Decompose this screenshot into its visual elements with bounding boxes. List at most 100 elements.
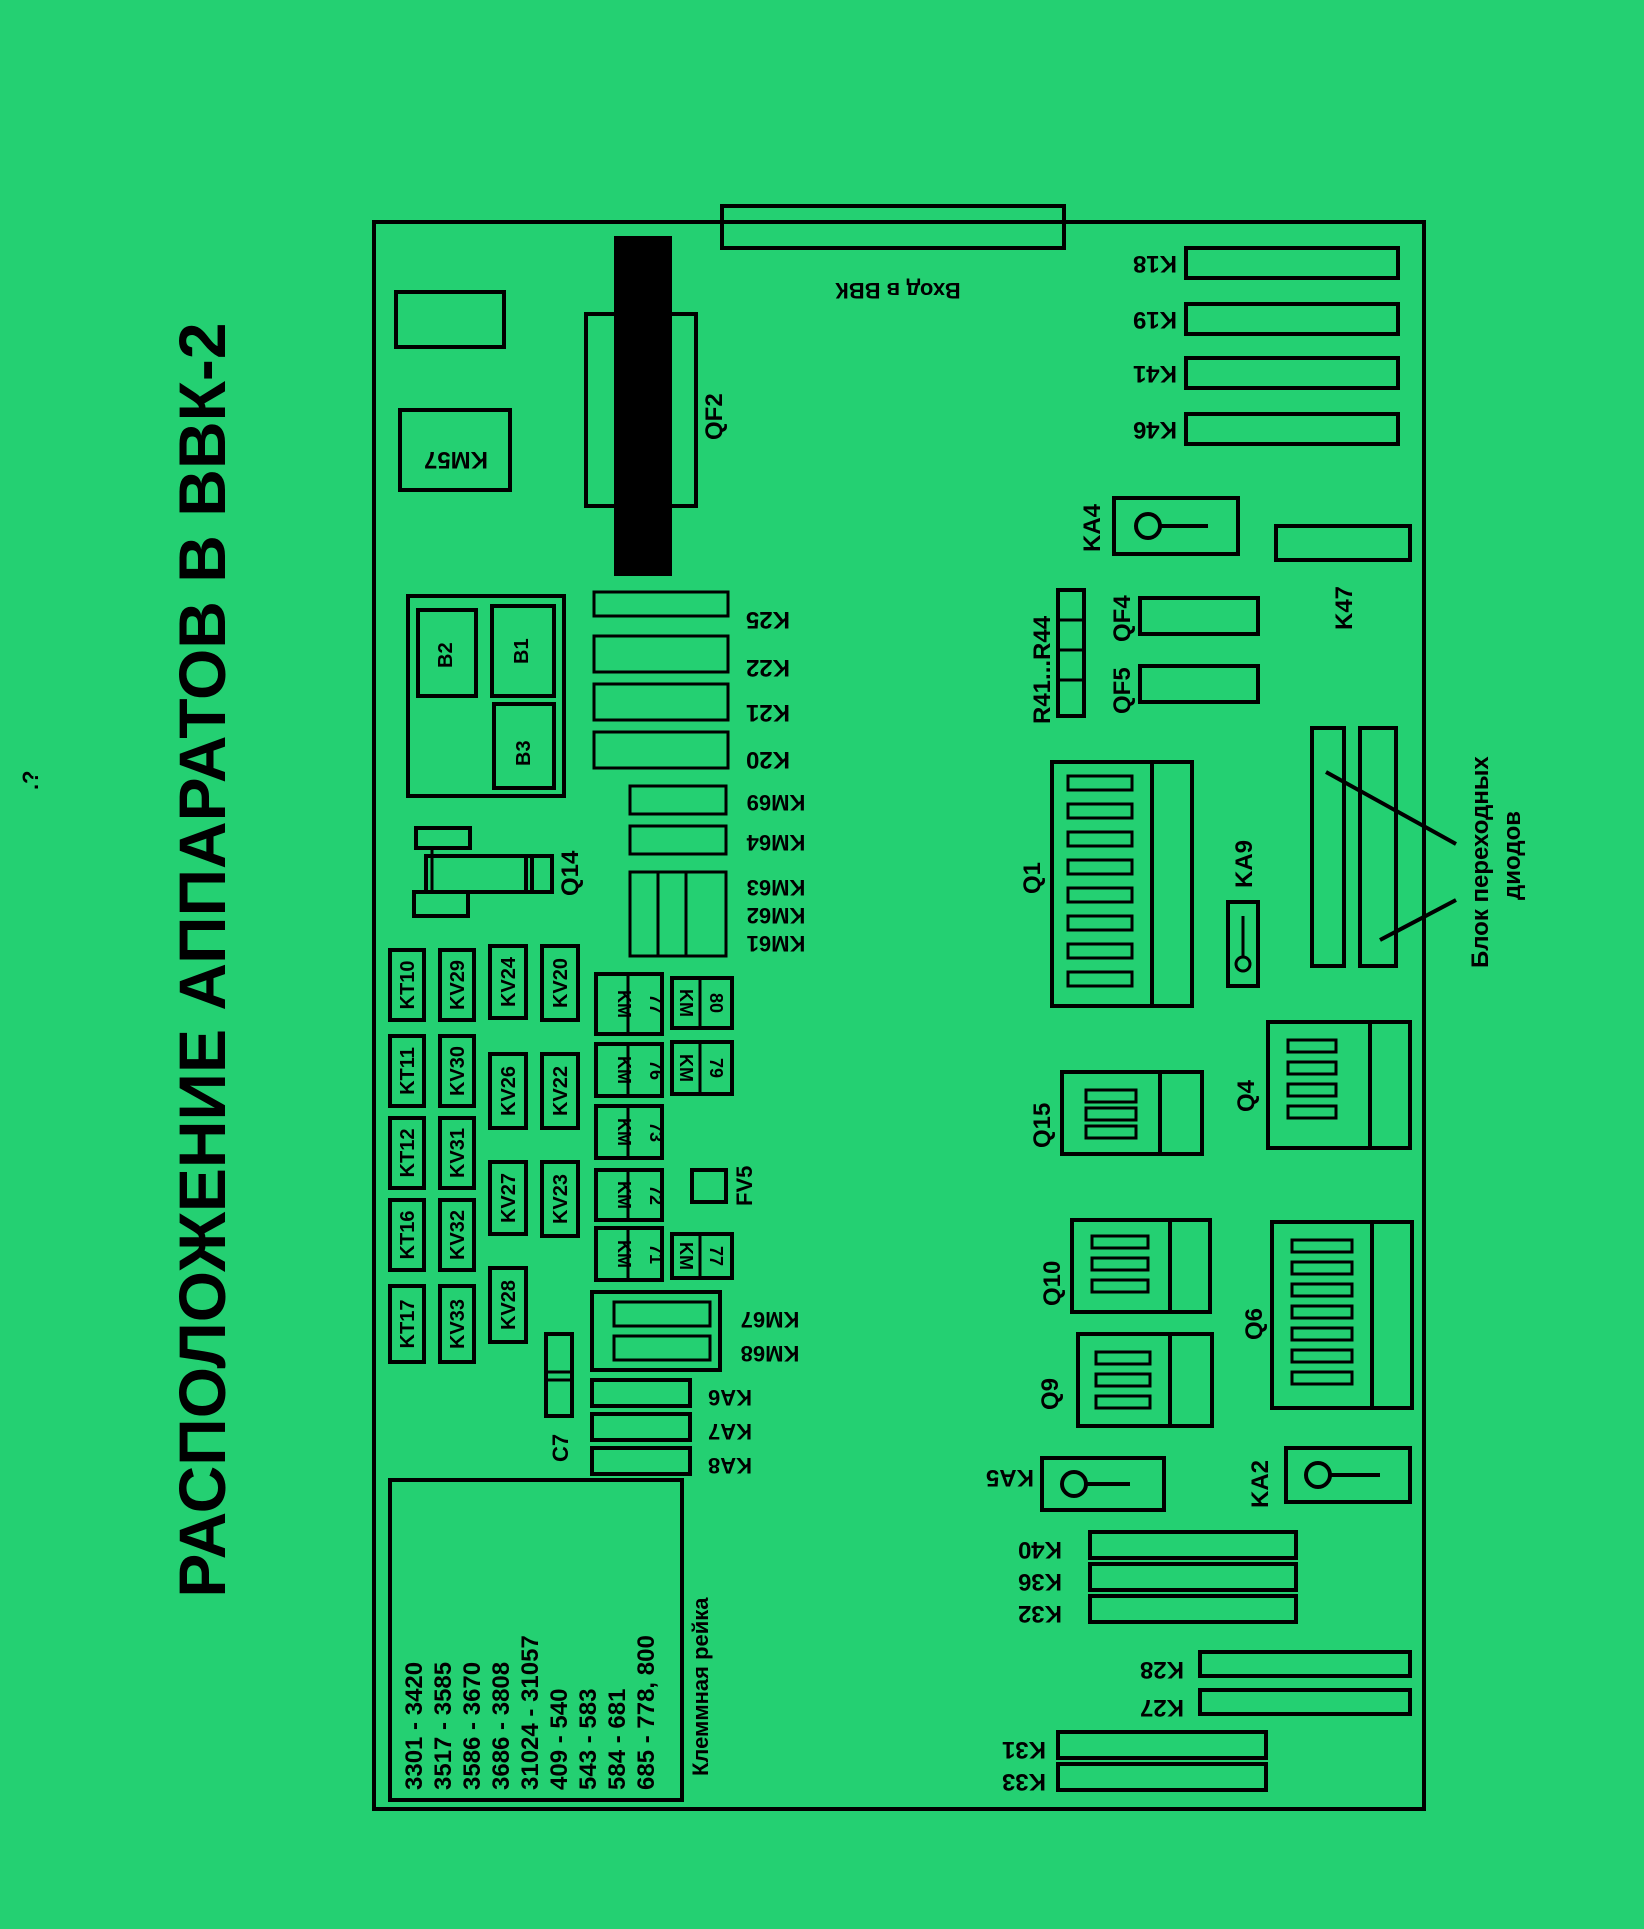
km63-61-relays bbox=[628, 870, 728, 958]
k18-label: K18 bbox=[1133, 250, 1177, 277]
k40-label: K40 bbox=[1018, 1536, 1062, 1563]
diode-block bbox=[1310, 726, 1457, 968]
kv31-label: KV31 bbox=[447, 1128, 469, 1178]
c7-label: C7 bbox=[548, 1434, 573, 1462]
km64-label: KM64 bbox=[746, 830, 805, 855]
k21-relay bbox=[592, 682, 730, 722]
q9-switch: Q9 bbox=[1037, 1332, 1214, 1428]
km77b-top: KM bbox=[676, 1242, 696, 1270]
ka8-label: KA8 bbox=[708, 1453, 752, 1478]
km-small-group: KM 77 KM 76 KM 73 KM 72 KM 71 KM 80 KM 7… bbox=[594, 972, 734, 1282]
q15-label: Q15 bbox=[1029, 1103, 1056, 1148]
terminal-range: 584 - 681 bbox=[604, 1689, 631, 1790]
ka6-relay bbox=[590, 1378, 692, 1408]
stray-mark: .? bbox=[18, 770, 43, 790]
k47-label: K47 bbox=[1331, 586, 1358, 630]
k32-label: K32 bbox=[1018, 1600, 1062, 1627]
k-right-top: K18 K19 K41 K46 bbox=[1133, 246, 1400, 446]
kv23-label: KV23 bbox=[550, 1174, 572, 1224]
km73-top: KM bbox=[614, 1118, 634, 1146]
kv32-label: KV32 bbox=[447, 1210, 469, 1260]
ka6-label: KA6 bbox=[708, 1385, 752, 1410]
kt11-label: KT11 bbox=[397, 1047, 419, 1095]
k22-label: K22 bbox=[746, 654, 790, 681]
kv29-label: KV29 bbox=[447, 960, 469, 1010]
q10-switch: Q10 bbox=[1039, 1218, 1212, 1314]
r41-44-resistors bbox=[1056, 588, 1086, 718]
input-label: Вход в ВВК bbox=[835, 278, 961, 303]
k-group-a: K25 K22 K21 K20 bbox=[592, 590, 790, 773]
k-bottom-a: K40 K36 K32 bbox=[1018, 1530, 1298, 1627]
kt12-label: KT12 bbox=[397, 1129, 419, 1178]
k-bottom-b: K28 K27 bbox=[1140, 1650, 1412, 1721]
ka9-label: KA9 bbox=[1231, 840, 1258, 888]
k22-relay bbox=[592, 634, 730, 674]
q1-label: Q1 bbox=[1019, 862, 1046, 894]
terminal-caption: Клеммная рейка bbox=[688, 1597, 713, 1776]
r41-44-label: R41...R44 bbox=[1029, 615, 1056, 724]
k41-label: K41 bbox=[1133, 360, 1177, 387]
k20-relay bbox=[592, 730, 730, 770]
kt-column: KT10 KT11 KT12 KT16 KT17 bbox=[388, 948, 426, 1364]
km67-68-block bbox=[590, 1290, 722, 1372]
km76-num: 76 bbox=[646, 1060, 666, 1080]
fv5-box bbox=[690, 1168, 728, 1204]
km77a-num: 77 bbox=[646, 994, 666, 1014]
qf4-breaker bbox=[1138, 596, 1260, 636]
kv-column-1: KV29 KV30 KV31 KV32 KV33 bbox=[438, 948, 476, 1364]
kv28-label: KV28 bbox=[498, 1280, 520, 1330]
qf5-label: QF5 bbox=[1109, 667, 1136, 714]
qf2-handle bbox=[614, 236, 672, 576]
ka5-relay bbox=[1040, 1456, 1166, 1512]
fv5-label: FV5 bbox=[732, 1166, 757, 1206]
ka8-relay bbox=[590, 1446, 692, 1476]
terminal-range: 3686 - 3808 bbox=[488, 1662, 515, 1790]
k25-label: K25 bbox=[746, 606, 790, 633]
kv-column-3: KV20 KV22 KV23 bbox=[540, 944, 580, 1238]
terminal-range: 3517 - 3585 bbox=[430, 1662, 457, 1790]
panel-frame bbox=[372, 220, 1426, 1811]
b1-box bbox=[490, 604, 556, 698]
q15-switch: Q15 bbox=[1029, 1070, 1204, 1156]
q4-switch: Q4 bbox=[1233, 1020, 1412, 1150]
k31-label: K31 bbox=[1002, 1736, 1046, 1763]
ka9-relay bbox=[1226, 900, 1260, 988]
km68-label: KM68 bbox=[741, 1341, 800, 1366]
input-strip bbox=[720, 204, 1066, 250]
km64-relay bbox=[628, 824, 728, 856]
kv30-label: KV30 bbox=[447, 1046, 469, 1096]
ka4-label: KA4 bbox=[1079, 503, 1106, 552]
km57-label: KM57 bbox=[424, 446, 488, 473]
km80-num: 80 bbox=[706, 993, 726, 1013]
k19-label: K19 bbox=[1133, 306, 1177, 333]
q6-switch: Q6 bbox=[1241, 1220, 1414, 1410]
km72-num: 72 bbox=[646, 1185, 666, 1205]
km62-label: KM62 bbox=[747, 903, 806, 928]
km79-num: 79 bbox=[706, 1058, 726, 1078]
ka7-relay bbox=[590, 1412, 692, 1442]
kv-column-2: KV24 KV26 KV27 KV28 bbox=[488, 944, 528, 1344]
terminal-range: 3301 - 3420 bbox=[401, 1662, 428, 1790]
q4-label: Q4 bbox=[1233, 1079, 1260, 1112]
k46-label: K46 bbox=[1133, 416, 1177, 443]
qf2-label: QF2 bbox=[701, 393, 728, 440]
qf5-breaker bbox=[1138, 664, 1260, 704]
b2-label: B2 bbox=[435, 642, 457, 668]
km77b-num: 77 bbox=[706, 1246, 726, 1266]
k33-label: K33 bbox=[1002, 1768, 1046, 1795]
ka2-label: KA2 bbox=[1247, 1460, 1274, 1508]
km-group-a: KM69 KM64 KM63 KM62 KM61 bbox=[628, 784, 806, 958]
kv33-label: KV33 bbox=[447, 1299, 469, 1349]
k25-relay bbox=[592, 590, 730, 618]
ka4-relay bbox=[1112, 496, 1240, 556]
kv24-label: KV24 bbox=[498, 956, 520, 1007]
km76-top: KM bbox=[614, 1056, 634, 1084]
km72-top: KM bbox=[614, 1181, 634, 1209]
b1-label: B1 bbox=[511, 638, 533, 664]
km71-num: 71 bbox=[646, 1244, 666, 1264]
q9-label: Q9 bbox=[1037, 1378, 1064, 1410]
q6-label: Q6 bbox=[1241, 1308, 1268, 1340]
km67-label: KM67 bbox=[741, 1307, 800, 1332]
km73-num: 73 bbox=[646, 1122, 666, 1142]
